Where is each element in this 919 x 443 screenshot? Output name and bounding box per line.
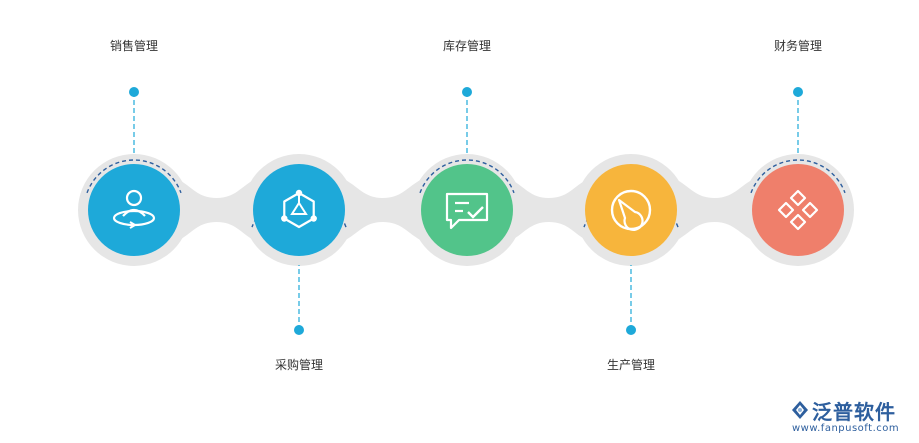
node-label-3: 库存管理 xyxy=(442,39,492,53)
node-label-4: 生产管理 xyxy=(606,358,656,372)
leader-dot-5 xyxy=(793,87,803,97)
leader-dot-3 xyxy=(462,87,472,97)
node-circle-5 xyxy=(752,164,844,256)
node-circle-3 xyxy=(421,164,513,256)
dial-chart-icon xyxy=(610,189,652,231)
dashed-arc-1 xyxy=(86,159,182,194)
logo-mark-icon xyxy=(792,401,808,419)
dashed-arc-3 xyxy=(419,159,515,194)
logo-name: 泛普软件 xyxy=(812,400,896,424)
node-label-2: 采购管理 xyxy=(274,358,324,372)
message-check-icon xyxy=(445,192,489,230)
network-cube-icon xyxy=(281,189,317,229)
leader-dot-2 xyxy=(294,325,304,335)
leader-lines xyxy=(129,87,803,335)
node-label-1: 销售管理 xyxy=(109,39,159,53)
leader-dot-4 xyxy=(626,325,636,335)
diamond-grid-icon xyxy=(777,189,819,231)
brand-logo: 泛普软件 www.fanpusoft.com xyxy=(786,396,916,440)
node-circle-2 xyxy=(253,164,345,256)
user-orbit-icon xyxy=(112,189,156,229)
node-icons xyxy=(112,189,819,231)
logo-domain: www.fanpusoft.com xyxy=(792,423,900,434)
leader-dot-1 xyxy=(129,87,139,97)
dashed-arc-5 xyxy=(750,159,846,194)
node-label-5: 财务管理 xyxy=(773,39,823,53)
